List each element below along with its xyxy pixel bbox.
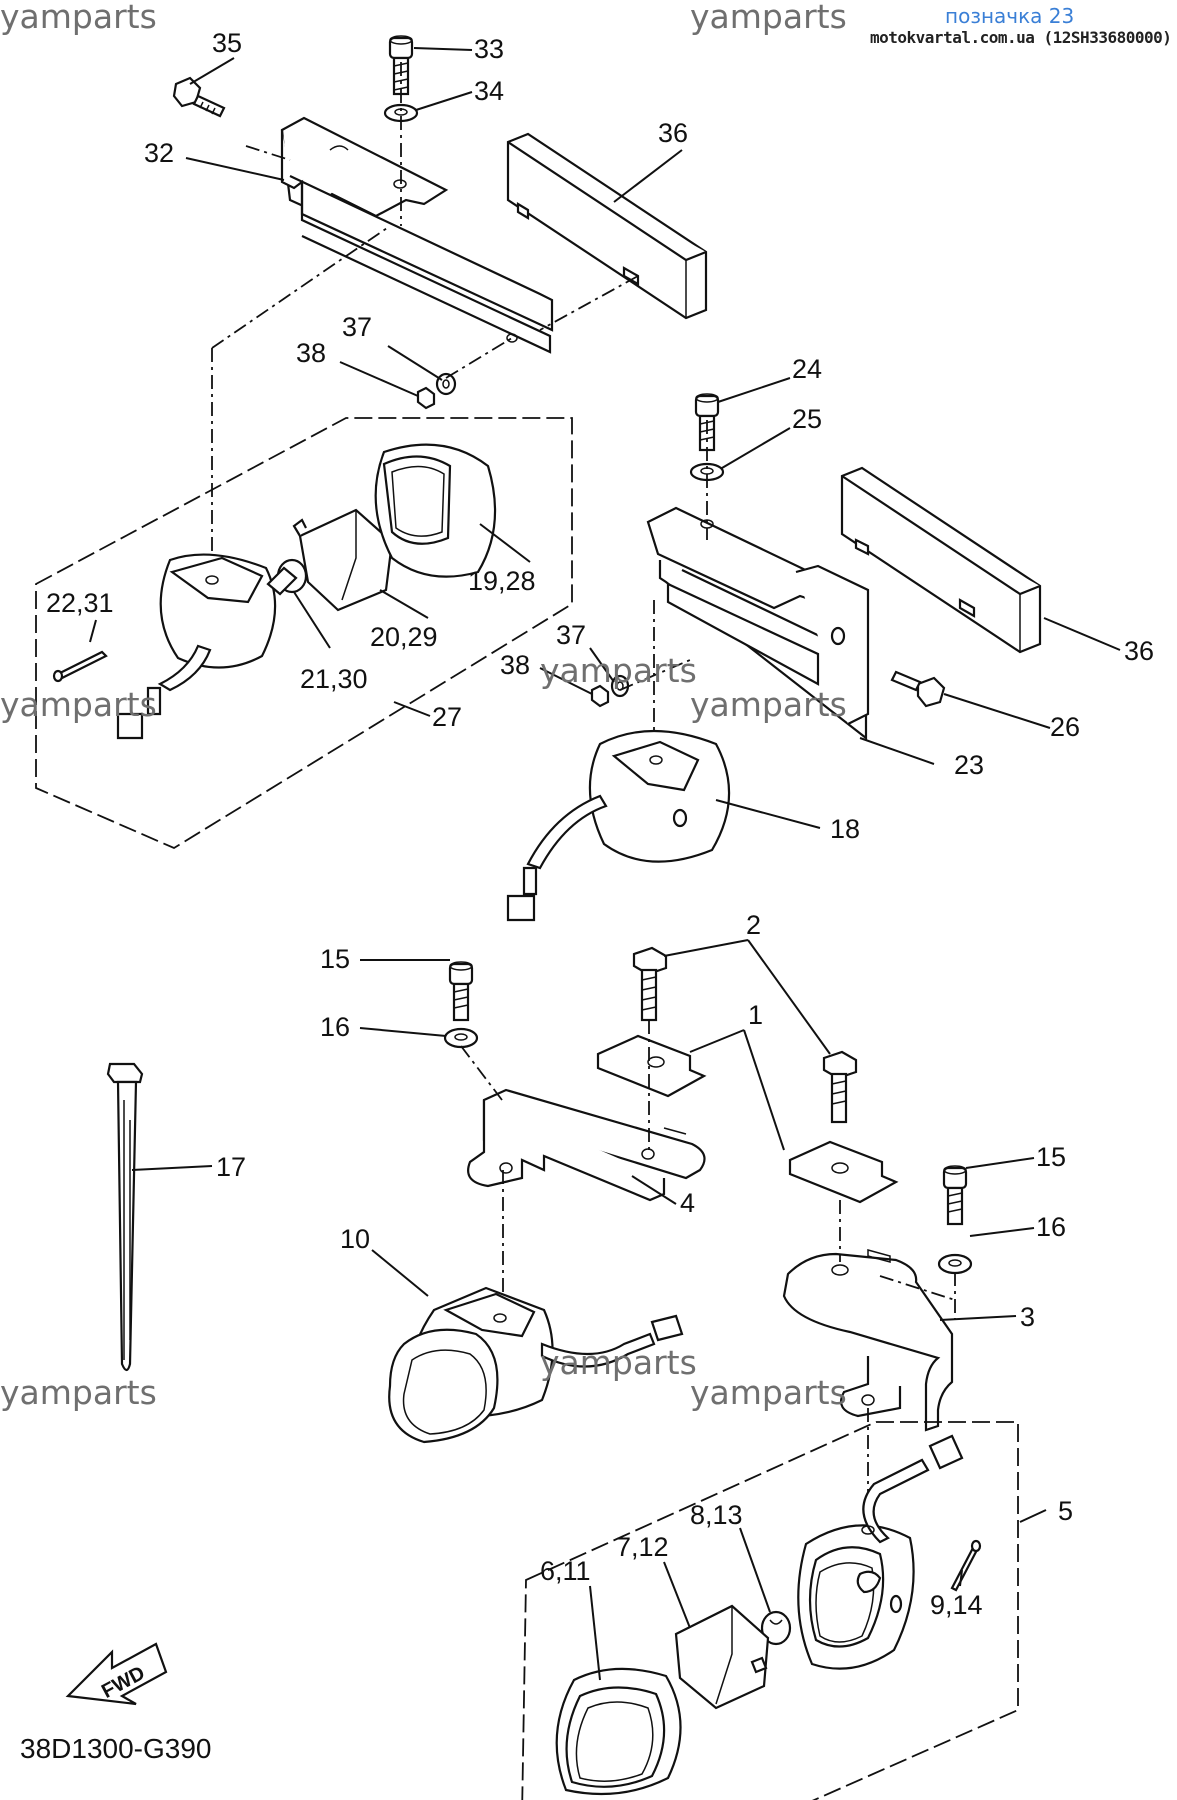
callout-4: 4 — [680, 1188, 695, 1218]
fwd-arrow-icon: FWD — [65, 1642, 168, 1706]
screw-22-31 — [52, 650, 108, 683]
callout-19-28: 19,28 — [468, 566, 536, 596]
callout-37-top: 37 — [342, 312, 372, 342]
bolt-26 — [890, 670, 946, 708]
callout-10: 10 — [340, 1224, 370, 1254]
callout-26: 26 — [1050, 712, 1080, 742]
callout-9-14: 9,14 — [930, 1590, 983, 1620]
callout-15-right: 15 — [1036, 1142, 1066, 1172]
callout-25: 25 — [792, 404, 822, 434]
assembly-box-27 — [35, 417, 573, 850]
nut-38-top — [416, 386, 436, 410]
flasher-body-5 — [797, 1434, 964, 1670]
callout-22-31: 22,31 — [46, 588, 114, 618]
callout-38-right: 38 — [500, 650, 530, 680]
watermark: yamparts — [540, 1343, 697, 1382]
callout-6-11: 6,11 — [540, 1556, 591, 1586]
callout-3: 3 — [1020, 1302, 1035, 1332]
plate-1-left — [596, 1034, 707, 1098]
reflector-20-29 — [292, 508, 394, 612]
screw-9-14 — [950, 1539, 982, 1592]
callout-7-12: 7,12 — [616, 1532, 669, 1562]
callout-37-right: 37 — [556, 620, 586, 650]
callout-35: 35 — [212, 28, 242, 58]
cable-tie-17 — [106, 1062, 144, 1372]
bolt-35 — [172, 76, 226, 118]
watermark: yamparts — [690, 685, 847, 724]
callout-5: 5 — [1058, 1496, 1073, 1526]
nut-38-right — [590, 684, 610, 708]
reflector-7-12 — [674, 1604, 770, 1710]
callout-36-right: 36 — [1124, 636, 1154, 666]
lens-19-28 — [374, 443, 497, 578]
watermark: yamparts — [690, 0, 847, 36]
assembly-box-5 — [521, 1421, 1019, 1800]
callout-1: 1 — [748, 1000, 763, 1030]
flasher-10 — [388, 1286, 684, 1444]
bracket-23 — [646, 506, 870, 741]
bolt-2-right — [822, 1050, 858, 1124]
flasher-body-27 — [116, 553, 277, 740]
callout-18: 18 — [830, 814, 860, 844]
callout-2: 2 — [746, 910, 761, 940]
callout-23: 23 — [954, 750, 984, 780]
washer-16-right — [937, 1253, 973, 1275]
flasher-18 — [506, 729, 731, 922]
washer-16-left — [443, 1027, 479, 1049]
watermark: yamparts — [0, 685, 157, 724]
watermark: yamparts — [0, 1373, 157, 1412]
callout-labels: 35 33 34 36 32 37 38 24 25 22,31 19,28 2… — [46, 28, 1154, 1620]
diagram-code: 38D1300-G390 — [20, 1733, 212, 1764]
lens-6-11 — [555, 1667, 682, 1796]
watermark: yamparts — [540, 651, 697, 690]
callout-38-top: 38 — [296, 338, 326, 368]
bolt-2-left — [632, 946, 668, 1022]
bulb-8-13 — [760, 1610, 792, 1646]
plate-36-top — [506, 132, 708, 320]
callout-16-left: 16 — [320, 1012, 350, 1042]
bulb-21-30 — [266, 558, 308, 596]
reference-site: motokvartal.com.ua (12SH33680000) — [870, 28, 1172, 47]
reference-title: позначка 23 — [945, 4, 1075, 28]
callout-34: 34 — [474, 76, 504, 106]
bolt-15-left — [448, 961, 474, 1022]
bracket-4 — [467, 1088, 706, 1202]
callout-8-13: 8,13 — [690, 1500, 743, 1530]
bracket-3 — [782, 1249, 954, 1432]
callout-27: 27 — [432, 702, 462, 732]
callout-16-right: 16 — [1036, 1212, 1066, 1242]
callout-33: 33 — [474, 34, 504, 64]
plate-1-right — [788, 1140, 899, 1204]
bracket-32 — [280, 116, 554, 354]
callout-21-30: 21,30 — [300, 664, 368, 694]
callout-20-29: 20,29 — [370, 622, 438, 652]
callout-17: 17 — [216, 1152, 246, 1182]
watermark: yamparts — [690, 1373, 847, 1412]
callout-15-left: 15 — [320, 944, 350, 974]
callout-32: 32 — [144, 138, 174, 168]
callout-24: 24 — [792, 354, 822, 384]
callout-36-top: 36 — [658, 118, 688, 148]
plate-36-right — [840, 466, 1042, 654]
watermark: yamparts — [0, 0, 157, 36]
bolt-15-right — [942, 1165, 968, 1226]
leader-lines — [89, 47, 1121, 1681]
